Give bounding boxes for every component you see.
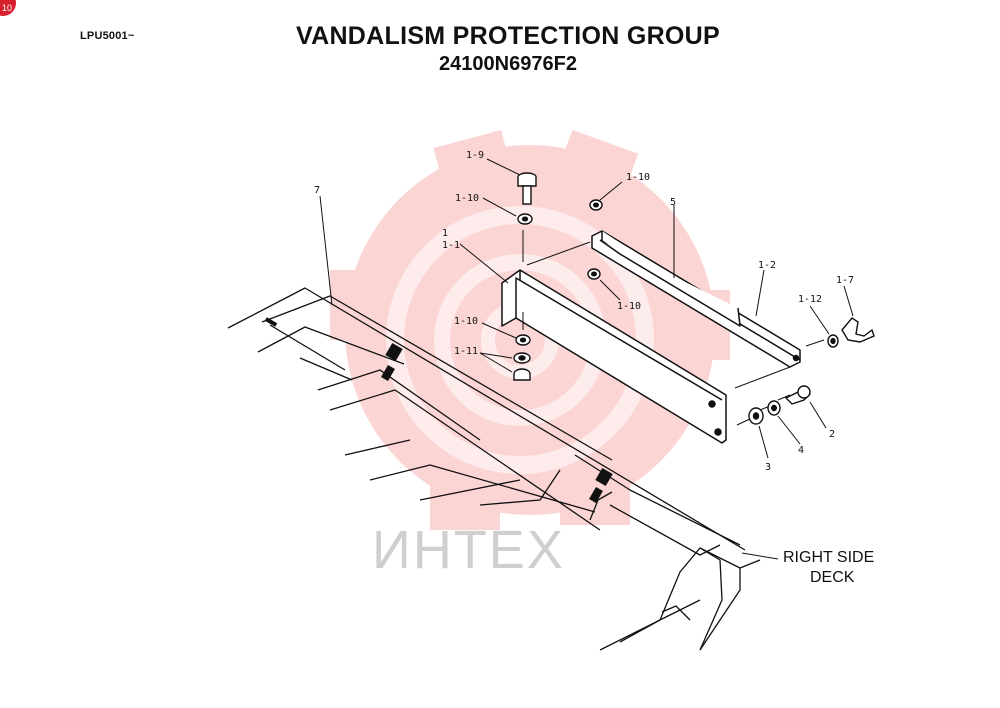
front-plate — [501, 269, 727, 444]
leader-lines — [319, 158, 854, 560]
callout-1-10-b: 1-10 — [626, 172, 650, 183]
callout-1-2: 1-2 — [758, 260, 776, 271]
model-code: LPU5001~ — [80, 30, 135, 42]
watermark-text: ИНТЕХ — [372, 520, 565, 580]
page-title: VANDALISM PROTECTION GROUP — [295, 22, 720, 50]
guide-lines — [522, 230, 825, 426]
bolt-2 — [784, 384, 811, 405]
callout-7: 7 — [314, 185, 320, 196]
corner-page-badge: 10 — [0, 0, 16, 16]
callout-1-1: 1-1 — [442, 240, 460, 251]
part-number: 24100N6976F2 — [439, 53, 577, 75]
callout-1-10-a: 1-10 — [455, 193, 479, 204]
deck-fittings — [264, 317, 613, 504]
nuts-1-11 — [513, 352, 531, 381]
callout-3: 3 — [765, 462, 771, 473]
callout-1-11: 1-11 — [454, 346, 478, 357]
note-right-side: RIGHT SIDE — [783, 549, 874, 566]
callout-1-9: 1-9 — [466, 150, 484, 161]
callout-4: 4 — [798, 445, 804, 456]
callout-2: 2 — [829, 429, 835, 440]
callout-1-10-c: 1-10 — [617, 301, 641, 312]
callout-1-12: 1-12 — [798, 294, 822, 305]
screw-1-9 — [517, 172, 537, 205]
callout-1: 1 — [442, 228, 448, 239]
note-deck: DECK — [810, 569, 855, 586]
callout-1-7: 1-7 — [836, 275, 854, 286]
wing-nut-1-7 — [841, 317, 875, 343]
fasteners — [513, 172, 875, 425]
callout-1-10-d: 1-10 — [454, 316, 478, 327]
deck-frame — [227, 287, 761, 651]
rear-bar — [591, 230, 801, 368]
callout-5: 5 — [670, 197, 676, 208]
